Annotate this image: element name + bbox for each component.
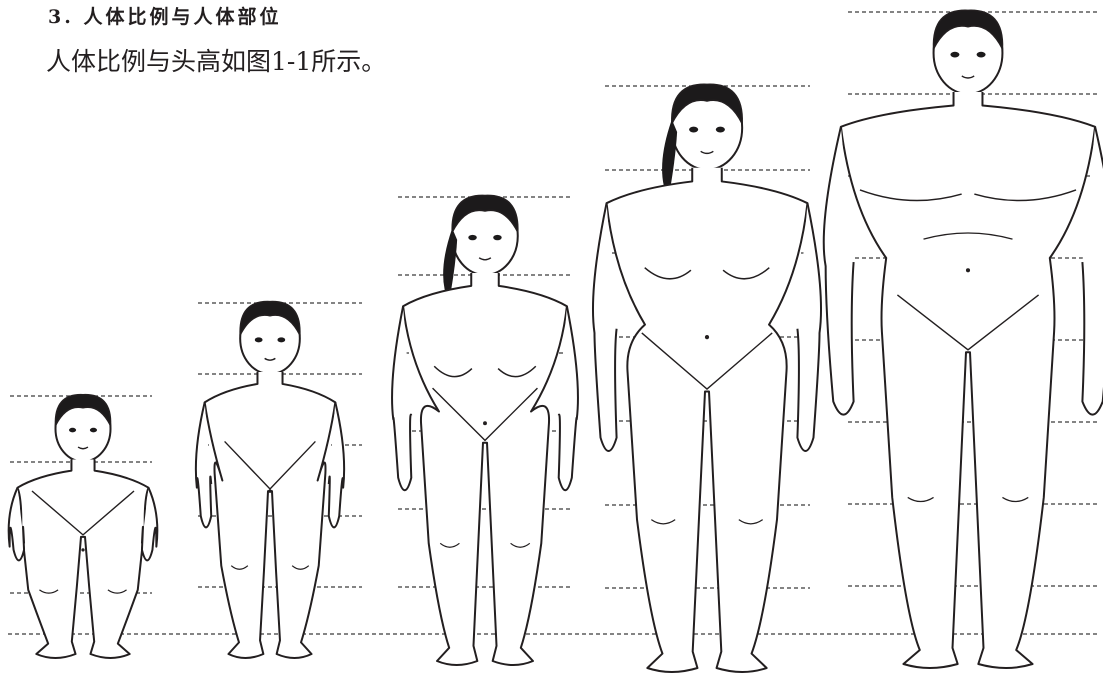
teen-girl-left-chest-line xyxy=(433,365,473,378)
toddler-right-eye xyxy=(89,427,98,433)
teen-girl-long-hair xyxy=(443,228,458,303)
woman-groin-line xyxy=(641,332,773,390)
figure-woman xyxy=(591,83,823,673)
figure-man xyxy=(822,9,1103,669)
woman-body xyxy=(605,167,809,673)
child-mouth xyxy=(264,357,276,361)
woman-hair xyxy=(671,83,743,127)
toddler-right-knee xyxy=(107,589,127,594)
man-left-pectoral-line xyxy=(859,189,962,202)
child-left-knee xyxy=(230,565,249,570)
teen-girl-body xyxy=(402,273,568,666)
woman-right-eye xyxy=(715,126,725,133)
toddler-left-eye xyxy=(68,427,77,433)
teen-girl-left-eye xyxy=(468,234,477,241)
teen-girl-groin-line xyxy=(432,387,538,442)
teen-girl-navel xyxy=(483,421,487,426)
toddler-groin-line xyxy=(31,490,135,536)
man-hair xyxy=(932,9,1004,52)
woman-left-chest-line xyxy=(644,267,692,280)
toddler-left-arm xyxy=(7,487,26,562)
child-right-arm xyxy=(327,402,346,529)
man-left-eye xyxy=(950,51,960,58)
man-left-arm xyxy=(822,126,855,416)
teen-girl-right-eye xyxy=(493,234,502,241)
child-left-eye xyxy=(254,337,263,343)
teen-girl-hair xyxy=(451,194,519,235)
man-right-pectoral-line xyxy=(974,189,1077,202)
man-rib-line xyxy=(923,232,1013,240)
figure-child xyxy=(194,300,362,659)
woman-long-hair xyxy=(662,119,678,200)
woman-right-knee xyxy=(738,519,764,525)
child-right-knee xyxy=(291,565,310,570)
woman-mouth xyxy=(700,150,714,155)
toddler-hair xyxy=(54,393,112,429)
woman-right-chest-line xyxy=(722,267,770,280)
figure-caption: 人体比例与头高如图1-1所示。 xyxy=(46,47,387,76)
toddler-body xyxy=(16,459,150,659)
section-title: 3. 人体比例与人体部位 xyxy=(48,6,282,28)
teen-girl-left-knee xyxy=(439,542,460,548)
man-right-knee xyxy=(1002,496,1029,503)
man-navel xyxy=(965,268,971,273)
man-groin-line xyxy=(896,294,1040,351)
child-navel xyxy=(268,489,272,493)
teen-girl-right-knee xyxy=(510,542,531,548)
toddler-left-knee xyxy=(39,589,59,594)
figure-teen-girl xyxy=(391,194,579,666)
toddler-right-arm xyxy=(140,487,159,562)
man-left-knee xyxy=(907,496,934,503)
child-groin-line xyxy=(224,440,316,491)
child-left-arm xyxy=(194,402,213,529)
toddler-mouth xyxy=(77,446,89,450)
figure-toddler xyxy=(7,393,159,659)
teen-girl-right-arm xyxy=(557,306,579,492)
child-body xyxy=(203,372,337,659)
woman-left-eye xyxy=(689,126,699,133)
man-right-eye xyxy=(976,51,986,58)
woman-left-knee xyxy=(650,519,676,525)
woman-right-arm xyxy=(796,202,823,452)
woman-navel xyxy=(704,335,710,340)
man-mouth xyxy=(961,75,975,79)
child-right-eye xyxy=(277,337,286,343)
woman-left-arm xyxy=(591,202,618,452)
child-hair xyxy=(239,300,301,338)
teen-girl-right-chest-line xyxy=(497,365,537,378)
toddler-navel xyxy=(81,548,85,552)
man-body xyxy=(839,92,1097,669)
teen-girl-left-arm xyxy=(391,306,413,492)
teen-girl-mouth xyxy=(478,257,492,261)
man-right-arm xyxy=(1081,126,1103,416)
